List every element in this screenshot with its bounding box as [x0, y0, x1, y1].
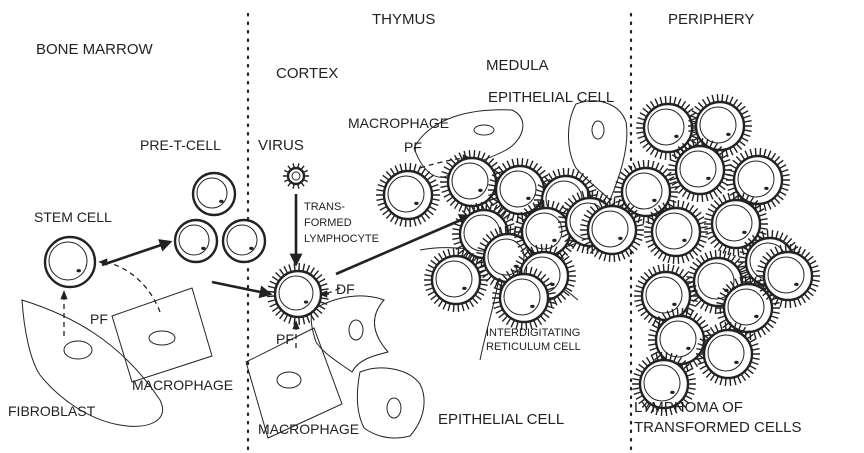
pre-t-cell-label: PRE-T-CELL: [140, 137, 221, 153]
pre-t-cell: [175, 220, 217, 262]
pf-bone-marrow-label: PF: [90, 311, 108, 327]
pf-medula-label: PF: [404, 139, 422, 155]
epithelial-right-nucleus: [592, 121, 604, 139]
interdigitating-label-2: RETICULUM CELL: [486, 341, 581, 353]
arrow-pre-t-to-cortex: [212, 282, 270, 294]
medula-transformed-cell: [376, 163, 440, 227]
macrophage-cortex-nucleus: [277, 372, 301, 388]
epithelial-cortex-nucleus: [349, 320, 363, 340]
epithelial-cell-lower-label: EPITHELIAL CELL: [438, 411, 564, 428]
epithelial-medula-nucleus: [474, 125, 494, 135]
transformed-label-3: LYMPHOCYTE: [304, 233, 379, 245]
macrophage-nucleus: [149, 331, 175, 345]
macrophage-bone-marrow: [112, 288, 212, 382]
thymus-heading: THYMUS: [372, 11, 435, 28]
lymphoma-label-2: TRANSFORMED CELLS: [634, 419, 802, 436]
periphery-heading: PERIPHERY: [668, 11, 754, 28]
epithelial-lower-nucleus: [387, 398, 401, 418]
fibroblast-nucleus: [64, 341, 92, 359]
epithelial-cell-medula-label: EPITHELIAL CELL: [488, 89, 614, 106]
lymphoma-label-1: LYMPHOMA OF: [634, 399, 743, 416]
pf-cortex-label: PF: [276, 331, 294, 347]
macrophage-cortex-label: MACROPHAGE: [258, 421, 359, 437]
transformed-label-2: FORMED: [304, 217, 352, 229]
transformed-label-1: TRANS-: [304, 201, 345, 213]
pre-t-cell: [223, 220, 265, 262]
df-label: DF: [336, 281, 355, 297]
stem-cell-label: STEM CELL: [34, 209, 112, 225]
interdigitating-label-1: INTERDIGITATING: [486, 327, 580, 339]
macrophage-thymus-label: MACROPHAGE: [348, 115, 449, 131]
medula-heading: MEDULA: [486, 57, 549, 74]
macrophage-bone-marrow-label: MACROPHAGE: [132, 377, 233, 393]
virus-label: VIRUS: [258, 137, 304, 154]
stem-cell: [45, 237, 95, 287]
dashed-arrow-pf-bone-marrow: [100, 262, 160, 312]
cortex-heading: CORTEX: [276, 65, 338, 82]
fibroblast-label: FIBROBLAST: [8, 403, 96, 419]
arrow-stem-to-pre-t: [102, 242, 170, 265]
transformed-lymphocyte: [267, 263, 329, 325]
virus-particle: [283, 163, 309, 188]
epithelial-cell-lower: [357, 368, 424, 438]
pre-t-cell: [193, 173, 235, 215]
bone-marrow-heading: BONE MARROW: [36, 41, 154, 58]
